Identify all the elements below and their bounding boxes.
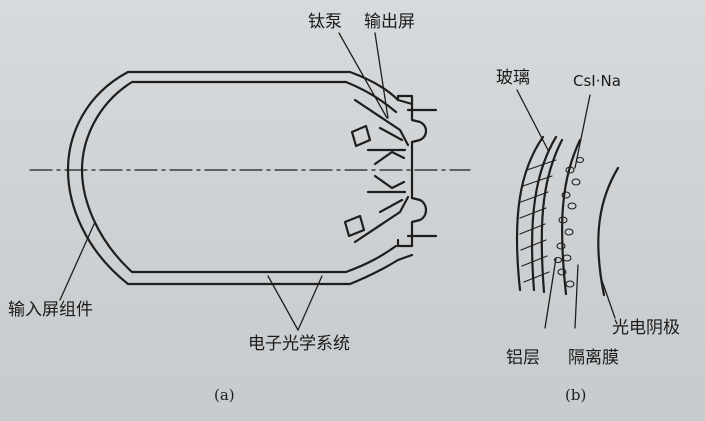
leader-pump [338,32,388,119]
glass-inner [530,135,558,292]
leader-isolation [574,264,579,329]
leader-photocathode [599,274,616,319]
leader-aluminum [544,257,557,329]
tube-inner-top [344,80,398,114]
leader-output [374,32,389,119]
label-csi-na: CsI·Na [573,72,621,90]
glass-outer [515,135,545,292]
csi-crystals [553,156,585,288]
leader-csi [574,94,591,169]
photocathode-curve [597,166,620,297]
label-glass: 玻璃 [496,68,530,88]
anode-funnel-bottom [373,174,406,190]
anode-cone-top [353,98,410,147]
label-aluminum-layer: 铝层 [506,348,540,368]
label-electron-optics: 电子光学系统 [248,334,350,354]
tube-outer-wall [66,70,414,286]
tube-inner-wall [80,80,398,274]
label-isolation-film: 隔离膜 [568,348,619,368]
output-flange-top [396,94,428,144]
anode-cone-bottom [353,195,410,244]
caption-b: (b) [565,386,587,404]
leader-input [59,221,96,301]
electrode-tab-bottom [343,214,366,238]
label-output-screen: 输出屏 [364,12,415,32]
aluminum-line [540,138,564,294]
leader-optics-2 [297,275,323,331]
leader-glass [516,89,549,151]
glass-hatching [519,159,557,283]
output-flange-bottom [396,196,428,248]
anode-funnel-top [373,150,406,166]
electrode-tab-top [350,124,372,148]
leader-optics-1 [267,275,299,331]
label-input-screen-assembly: 输入屏组件 [8,300,93,320]
electrode-lines [378,126,404,214]
caption-a: (a) [214,386,235,404]
label-titanium-pump: 钛泵 [308,12,342,32]
label-photocathode: 光电阴极 [612,318,680,338]
